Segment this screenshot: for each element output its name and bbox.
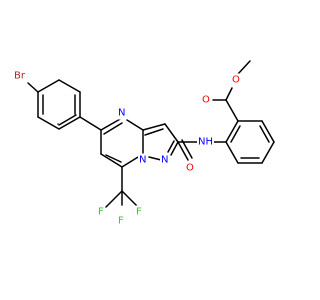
bond-layer	[27, 60, 275, 208]
atom-background	[97, 205, 105, 219]
atom-n-amide: NH	[198, 137, 213, 148]
atom-background	[185, 161, 195, 175]
atom-f-2: F	[136, 207, 142, 218]
bond	[126, 119, 144, 131]
bond	[170, 141, 179, 156]
atom-f-3: F	[118, 216, 124, 227]
atom-n-bridge: N	[139, 155, 146, 166]
atom-background	[13, 69, 27, 83]
bond	[230, 125, 241, 143]
bond	[259, 125, 270, 143]
bond	[148, 156, 162, 161]
bond	[142, 123, 166, 131]
bond	[225, 87, 233, 101]
atom-n-pyrimidine: N	[118, 108, 125, 119]
bond	[237, 60, 251, 75]
bond	[37, 79, 60, 93]
atom-background	[197, 135, 214, 149]
atom-background	[117, 214, 125, 228]
bond	[177, 141, 189, 161]
bond	[225, 120, 239, 143]
bond	[37, 116, 60, 130]
atom-o-ester-ether: O	[232, 75, 240, 86]
atom-background	[231, 73, 241, 87]
atom-background-layer	[13, 69, 241, 228]
atom-o-ester-carbonyl: O	[202, 95, 210, 106]
bond	[225, 141, 239, 164]
atom-n-pyrazole: N	[161, 155, 168, 166]
atom-background	[160, 153, 170, 167]
atom-br: Br	[14, 71, 26, 82]
bond	[100, 117, 123, 131]
bond	[100, 153, 123, 168]
atom-background	[117, 106, 127, 120]
bond	[58, 79, 81, 93]
bond	[144, 128, 164, 136]
atom-o-amide: O	[186, 163, 194, 174]
bond	[79, 116, 102, 131]
bond	[105, 190, 123, 208]
bond	[121, 190, 139, 208]
atom-background	[135, 205, 143, 219]
bond	[164, 123, 179, 143]
bond	[225, 99, 239, 122]
bond	[261, 141, 275, 164]
bond	[181, 139, 193, 159]
background	[0, 0, 300, 300]
bond	[167, 140, 175, 153]
atom-layer: Br N N N NH O O O F F F	[14, 71, 240, 227]
bond	[103, 122, 123, 135]
molecule-structure: Br N N N NH O O O F F F	[0, 0, 300, 300]
bond	[58, 116, 81, 130]
bond	[58, 114, 77, 126]
atom-background	[138, 153, 148, 167]
bond	[261, 120, 275, 143]
atom-background	[201, 93, 211, 107]
bond	[105, 154, 122, 163]
bond	[27, 82, 39, 93]
atom-f-1: F	[98, 207, 104, 218]
